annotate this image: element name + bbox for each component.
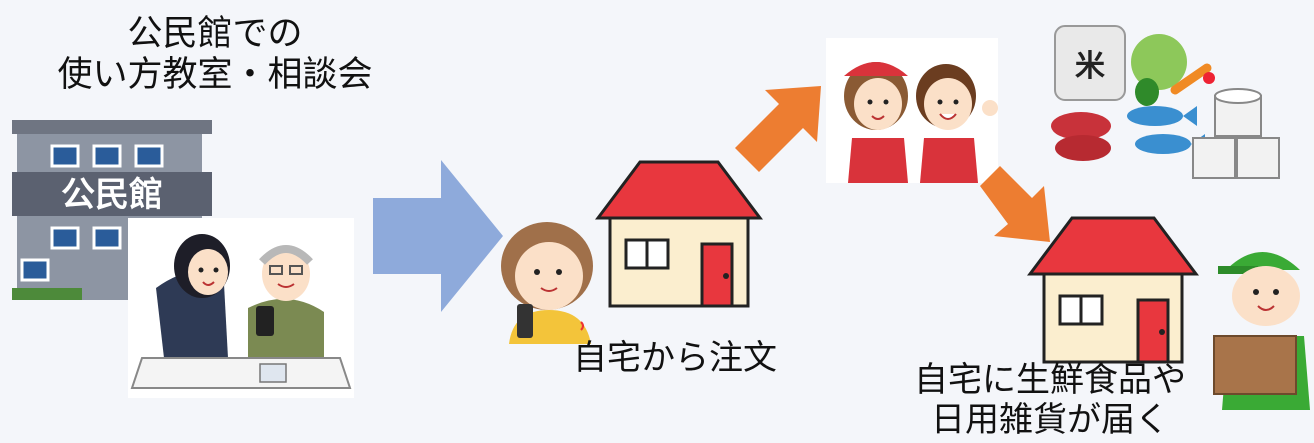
orange-arrow-down-right xyxy=(980,166,1050,242)
rice-bag-label: 米 xyxy=(1075,49,1105,84)
caption-delivery: 自宅に生鮮食品や 日用雑貨が届く xyxy=(880,360,1220,440)
caption-line: 自宅に生鮮食品や xyxy=(914,360,1186,400)
caption-order-from-home: 自宅から注文 xyxy=(573,338,777,378)
shop-staff xyxy=(826,38,998,183)
caption-line: 使い方教室・相談会 xyxy=(57,55,373,96)
big-right-arrow xyxy=(373,160,503,312)
teaching-scene xyxy=(128,218,354,398)
woman-with-smartphone xyxy=(501,222,593,344)
house-icon xyxy=(1027,216,1199,364)
delivery-person xyxy=(1213,252,1310,410)
house-icon xyxy=(595,160,763,308)
caption-line: 日用雑貨が届く xyxy=(931,400,1169,441)
orange-arrow-up-right xyxy=(735,86,821,172)
caption-line: 公民館での xyxy=(127,14,303,54)
building-sign-text: 公民館 xyxy=(61,175,163,215)
community-center-building: 公民館 xyxy=(12,120,212,300)
groceries: 米 xyxy=(1051,25,1280,179)
caption-community-center: 公民館での 使い方教室・相談会 xyxy=(40,14,390,97)
